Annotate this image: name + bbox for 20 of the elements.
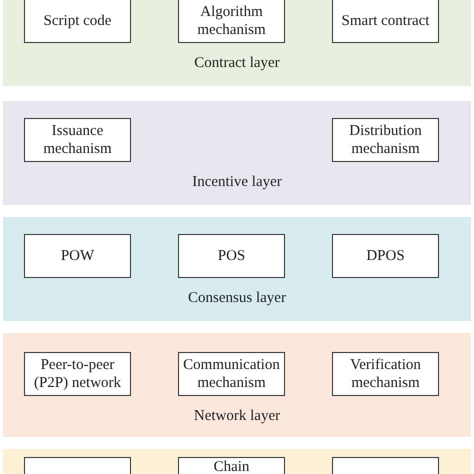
component-box: Verification mechanism	[332, 352, 439, 396]
component-box: POS	[178, 234, 285, 278]
component-box: Chain	[178, 457, 285, 474]
component-box: POW	[24, 234, 131, 278]
component-box: Communication mechanism	[178, 352, 285, 396]
component-box: Distribution mechanism	[332, 118, 439, 162]
component-box: Algorithm mechanism	[178, 0, 285, 43]
layer-label: Consensus layer	[188, 289, 286, 307]
component-box: Smart contract	[332, 0, 439, 43]
layer-label: Contract layer	[194, 54, 280, 72]
component-box: Issuance mechanism	[24, 118, 131, 162]
layer-band	[3, 333, 471, 437]
component-box: Script code	[24, 0, 131, 43]
component-box: Peer-to-peer (P2P) network	[24, 352, 131, 396]
layer-label: Incentive layer	[192, 173, 282, 191]
layer-band	[3, 217, 471, 321]
layer-band	[3, 0, 471, 86]
component-box: DPOS	[332, 234, 439, 278]
layer-band	[3, 101, 471, 205]
layer-label: Network layer	[194, 407, 280, 425]
